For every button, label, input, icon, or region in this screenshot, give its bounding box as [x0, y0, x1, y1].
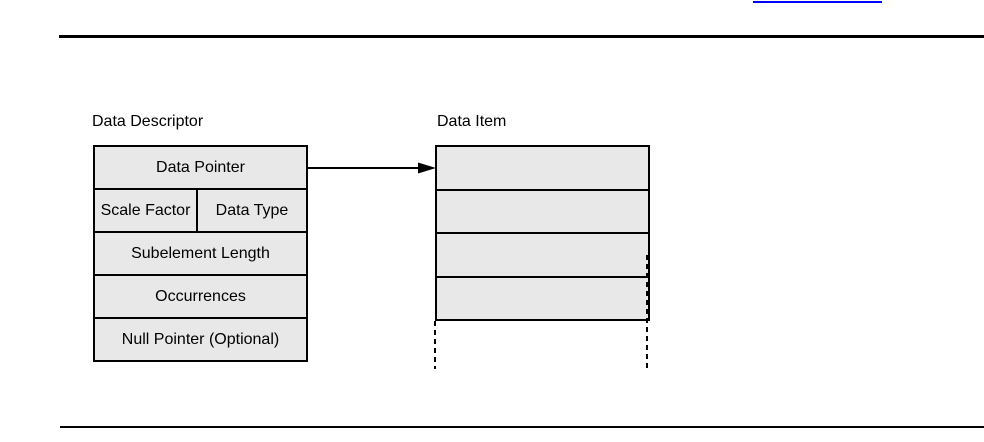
descriptor-cell-data-pointer: Data Pointer — [156, 158, 245, 176]
descriptor-cell-scale-factor: Scale Factor — [95, 190, 198, 231]
data-item-row-2 — [435, 188, 650, 234]
data-item-title: Data Item — [437, 113, 507, 130]
descriptor-title: Data Descriptor — [92, 113, 204, 130]
bottom-divider — [60, 426, 984, 428]
data-item-table — [435, 145, 650, 321]
data-item-row-3 — [435, 232, 650, 278]
descriptor-cell-occurrences: Occurrences — [155, 287, 246, 305]
descriptor-row-subelement-length: Subelement Length — [93, 231, 308, 276]
descriptor-cell-null-pointer: Null Pointer (Optional) — [121, 330, 280, 348]
data-item-row-1 — [435, 145, 650, 191]
descriptor-row-data-pointer: Data Pointer — [93, 145, 308, 190]
descriptor-row-scale-type: Scale Factor Data Type — [93, 188, 308, 233]
descriptor-row-null-pointer: Null Pointer (Optional) — [93, 317, 308, 362]
data-pointer-arrow — [307, 162, 436, 174]
continuation-dash-right — [646, 255, 648, 368]
descriptor-cell-data-type: Data Type — [215, 201, 289, 219]
descriptor-row-occurrences: Occurrences — [93, 274, 308, 319]
top-link-underline[interactable] — [753, 1, 882, 3]
data-item-row-4 — [435, 275, 650, 321]
data-descriptor-table: Data Pointer Scale Factor Data Type Sube… — [93, 145, 308, 362]
descriptor-cell-subelement-length: Subelement Length — [131, 244, 270, 262]
top-divider — [59, 35, 984, 38]
continuation-dash-left — [434, 321, 436, 369]
